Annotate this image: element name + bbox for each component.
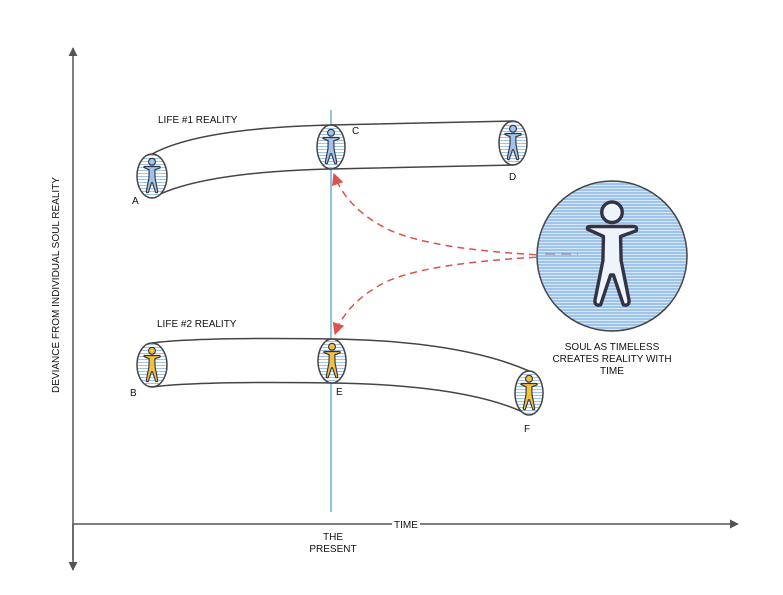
arrow-to-life1 <box>331 172 561 257</box>
point-b: B <box>130 388 137 399</box>
life1-node-a <box>136 153 168 199</box>
point-d: D <box>509 172 516 183</box>
life2-label: LIFE #2 REALITY <box>157 319 237 330</box>
soul-label-3: TIME <box>600 366 624 377</box>
arrow-to-life2 <box>332 255 561 336</box>
life2-node-b <box>136 342 168 388</box>
present-label-1: THE <box>323 532 343 543</box>
x-axis-label: TIME <box>394 520 418 531</box>
soul-circle <box>536 180 688 332</box>
life1-label: LIFE #1 REALITY <box>158 115 238 126</box>
life2-node-f <box>514 370 544 416</box>
life1-node-c <box>316 124 346 170</box>
point-c: C <box>352 126 359 137</box>
point-e: E <box>336 387 343 398</box>
life1-node-d <box>498 120 528 166</box>
point-a: A <box>132 196 139 207</box>
life1-tube <box>151 120 514 199</box>
y-axis-label: DEVIANCE FROM INDIVIDUAL SOUL REALITY <box>51 177 62 393</box>
life2-node-e <box>317 338 347 384</box>
point-f: F <box>524 424 530 435</box>
soul-label-1: SOUL AS TIMELESS <box>565 342 660 353</box>
soul-label-2: CREATES REALITY WITH <box>552 354 671 365</box>
present-label-2: PRESENT <box>309 544 356 555</box>
